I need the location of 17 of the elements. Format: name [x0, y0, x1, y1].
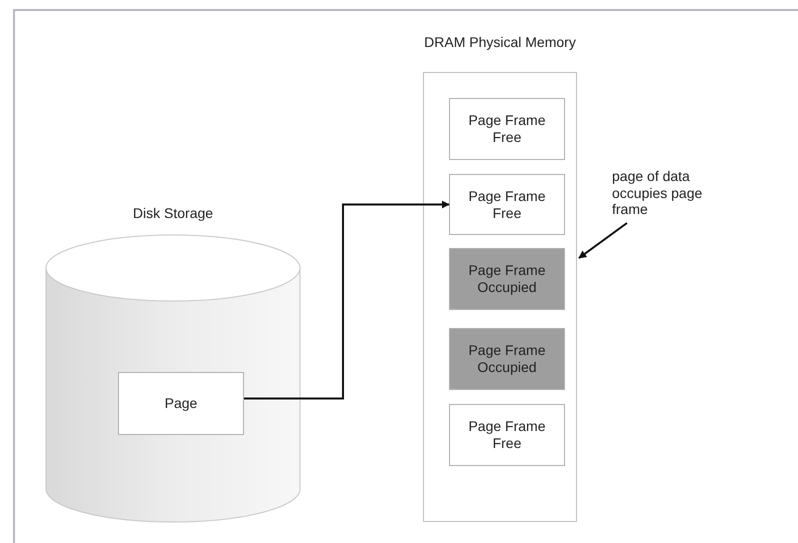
- page-frame-box: [449, 174, 565, 235]
- page-frame-box: [449, 98, 565, 160]
- arrow: [244, 200, 450, 400]
- storage-label: Disk Storage: [132, 205, 214, 222]
- frame-label: Page: [164, 395, 198, 412]
- occupied-frame-box: [449, 328, 565, 390]
- occupied-frame-box: [449, 248, 565, 310]
- frame-label: Page Frame Free: [467, 418, 547, 452]
- page-frame-box: [118, 372, 244, 435]
- annotation-text: page of data occupies page frame: [612, 168, 704, 218]
- frame-label: Page Frame Free: [467, 112, 547, 146]
- frame-label: Page Frame Occupied: [467, 342, 547, 376]
- page-frame-box: [449, 404, 565, 466]
- leader-arrow: [578, 222, 628, 259]
- memory-label: DRAM Physical Memory: [423, 34, 577, 51]
- frame-label: Page Frame Occupied: [467, 262, 547, 296]
- frame-label: Page Frame Free: [467, 188, 547, 222]
